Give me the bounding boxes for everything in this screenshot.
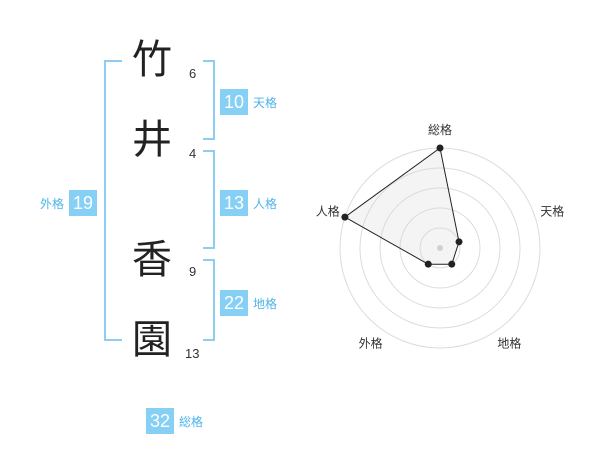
radar-axis-label-3: 外格: [359, 335, 383, 350]
radar-axis-label-2: 地格: [497, 335, 521, 350]
stroke-count-4: 13: [185, 346, 200, 361]
radar-point-1: [455, 238, 463, 246]
tenkaku-score: 10 天格: [220, 89, 277, 115]
radar-ring-3: [379, 187, 501, 309]
stroke-count-3: 9: [189, 264, 197, 279]
name-char-2: 井: [132, 117, 172, 163]
soukaku-value: 32: [146, 408, 174, 434]
radar-point-2: [448, 260, 456, 268]
radar-axis-label-0: 総格: [428, 122, 452, 137]
stroke-count-1: 6: [189, 66, 197, 81]
tenkaku-value: 10: [220, 89, 248, 115]
jinkaku-score: 13 人格: [220, 190, 277, 216]
chikaku-label: 地格: [253, 296, 278, 311]
radar-axis-label-4: 人格: [316, 204, 340, 219]
tenkaku-bracket: [203, 60, 215, 140]
soukaku-label: 総格: [179, 414, 204, 429]
soukaku-score: 32 総格: [146, 408, 203, 434]
stroke-count-2: 4: [189, 146, 197, 161]
jinkaku-value: 13: [220, 190, 248, 216]
radar-point-3: [424, 260, 432, 268]
radar-center: [437, 245, 443, 251]
gaikaku-score: 19 外格: [40, 190, 98, 216]
name-char-1: 竹: [132, 37, 172, 83]
radar-point-0: [436, 144, 444, 152]
chikaku-bracket: [203, 259, 215, 341]
tenkaku-label: 天格: [253, 95, 278, 110]
chikaku-score: 22 地格: [220, 290, 277, 316]
gaikaku-bracket: [104, 60, 122, 341]
radar-area: [343, 147, 460, 265]
name-char-4: 園: [132, 317, 172, 363]
radar-ring-1: [419, 227, 461, 269]
chikaku-value: 22: [220, 290, 248, 316]
name-char-3: 香: [132, 237, 172, 283]
gaikaku-label: 外格: [40, 196, 65, 211]
radar-ring-4: [359, 167, 521, 329]
gaikaku-value: 19: [69, 190, 98, 216]
jinkaku-label: 人格: [253, 196, 278, 211]
radar-axis-label-1: 天格: [540, 204, 564, 219]
jinkaku-bracket: [203, 150, 215, 249]
radar-point-4: [341, 213, 349, 221]
